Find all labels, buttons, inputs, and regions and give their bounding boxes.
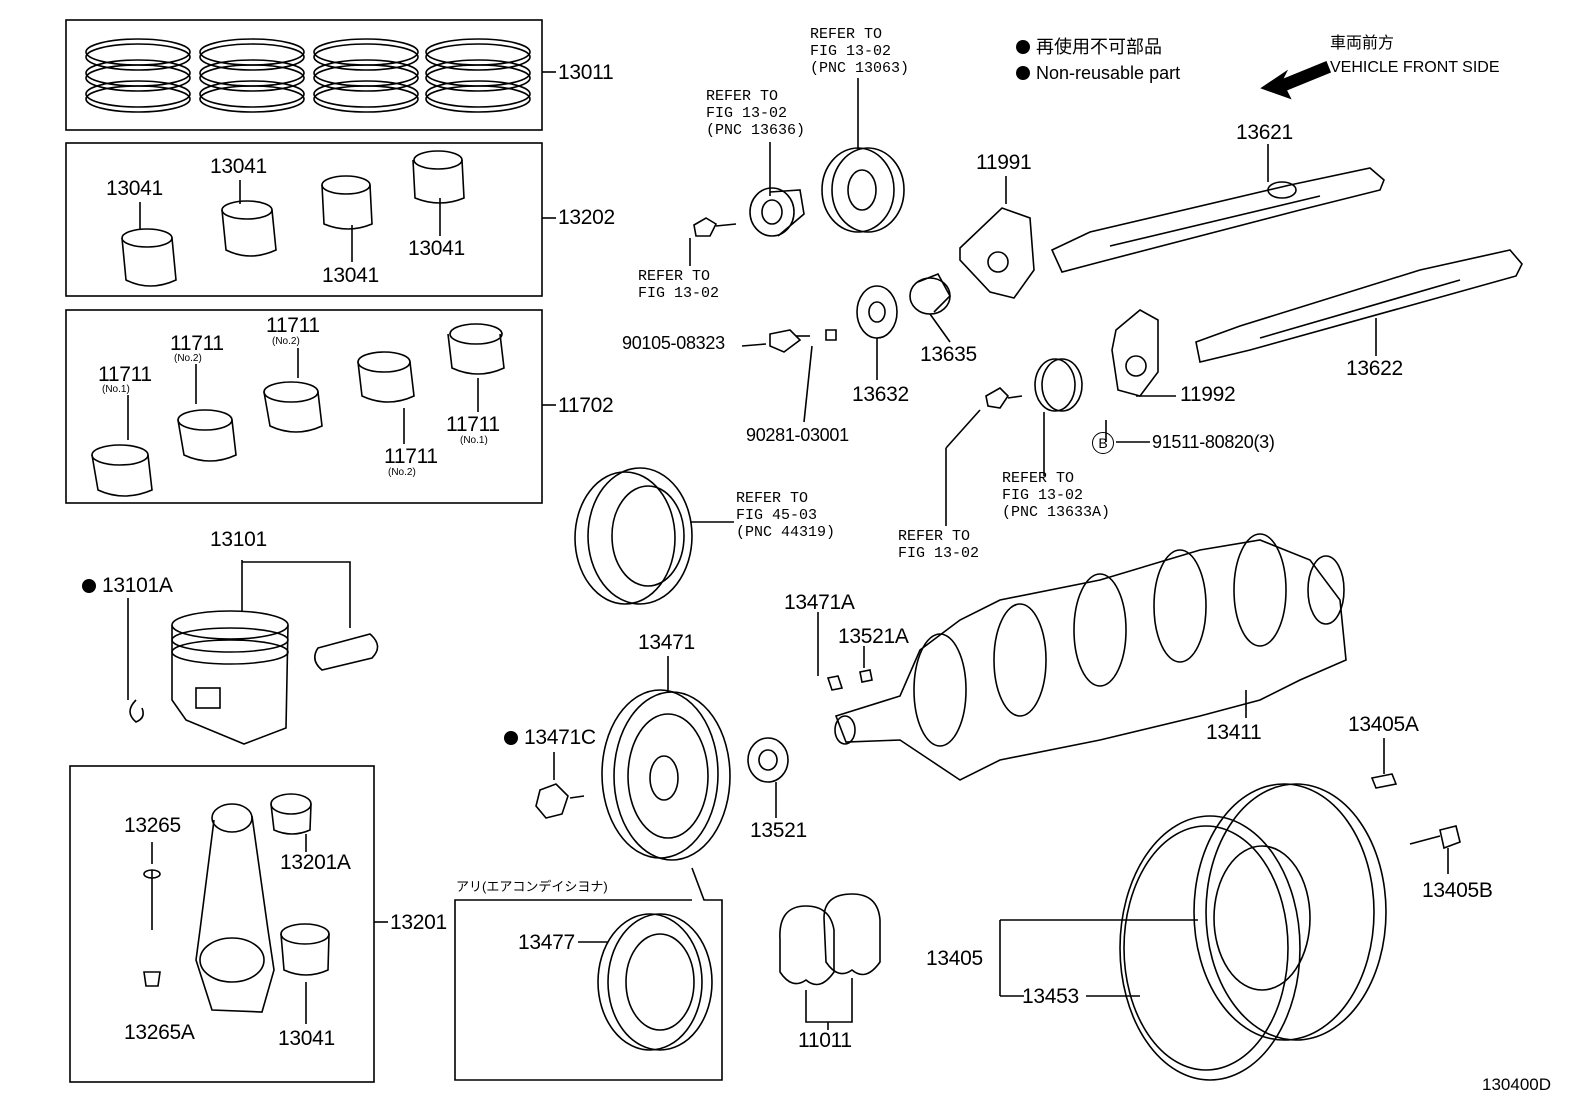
non-reusable-dot-icon [82, 579, 96, 593]
part-label: 90281-03001 [746, 425, 849, 445]
front-side-jp: 車両前方 [1330, 35, 1395, 52]
part-label: 11711 [266, 314, 320, 337]
part-label: 13041 [210, 155, 267, 178]
timing-parts [693, 147, 1523, 412]
part-label: 11711 [170, 332, 224, 355]
part-label: 13405B [1422, 879, 1493, 902]
box-piston-rings [65, 19, 543, 131]
part-label: 13011 [558, 61, 614, 84]
main-bearing-shells [91, 323, 505, 497]
part-label: 13265 [124, 814, 181, 837]
bearing-shells-upper [121, 150, 465, 287]
non-reusable-part-label: 13471C [504, 727, 596, 748]
refer-note: REFER TO FIG 13-02 (PNC 13063) [810, 26, 910, 77]
non-reusable-part-label: 13101A [82, 575, 173, 596]
part-label: 11711 [446, 413, 500, 436]
refer-note: REFER TO FIG 13-02 (PNC 13633A) [1002, 470, 1111, 521]
part-label: 91511-80820(3) [1152, 432, 1275, 452]
legend-jp: 再使用不可部品 [1016, 38, 1162, 56]
part-label: 11702 [558, 394, 614, 417]
refer-note: REFER TO FIG 13-02 [638, 268, 720, 302]
part-label: 13453 [1022, 985, 1079, 1008]
part-label: 13477 [518, 931, 575, 954]
part-label: 13041 [278, 1027, 335, 1050]
figure-id: 130400D [1482, 1075, 1552, 1094]
part-sublabel: (No.2) [174, 353, 202, 364]
part-sublabel: (No.1) [460, 435, 488, 446]
idler-pulley [574, 467, 693, 605]
part-sublabel: (No.1) [102, 384, 130, 395]
part-label: 13405 [926, 947, 983, 970]
part-label: 13041 [408, 237, 465, 260]
part-label: 13201 [390, 911, 447, 934]
part-label: 11991 [976, 151, 1032, 174]
part-label: 11711 [98, 363, 152, 386]
callout-b: B [1092, 432, 1114, 454]
box-connecting-rod [69, 765, 375, 1083]
thrust-washers [779, 893, 881, 986]
crankshaft [834, 533, 1347, 781]
part-label: 11711 [384, 445, 438, 468]
part-label: 13041 [106, 177, 163, 200]
box-main-bearings [65, 309, 543, 504]
part-label: 13621 [1236, 121, 1293, 144]
part-label: 11011 [798, 1029, 852, 1052]
part-label: 13202 [558, 206, 615, 229]
box-rod-bearings [65, 142, 543, 297]
piston-ring-sets [85, 38, 531, 113]
part-label: 13521A [838, 625, 909, 648]
aircon-label: アリ(エアコンデイシヨナ) [456, 879, 608, 894]
non-reusable-dot-icon [504, 731, 518, 745]
non-reusable-dot-icon [1016, 40, 1030, 54]
part-label: 13201A [280, 851, 351, 874]
box-aircon-pulley [454, 867, 723, 1081]
refer-note: REFER TO FIG 13-02 [898, 528, 980, 562]
part-sublabel: (No.2) [272, 336, 300, 347]
refer-note: REFER TO FIG 45-03 (PNC 44319) [736, 490, 836, 541]
connecting-rod [143, 793, 330, 1013]
front-side-en: VEHICLE FRONT SIDE [1330, 59, 1500, 76]
part-label: 13521 [750, 819, 807, 842]
part-label: 13622 [1346, 357, 1403, 380]
part-label: 13101 [210, 528, 267, 551]
part-label: 13471 [638, 631, 695, 654]
part-label: 13471A [784, 591, 855, 614]
piston [129, 610, 379, 745]
aircon-pulley [597, 913, 713, 1051]
part-label: 13265A [124, 1021, 195, 1044]
refer-note: REFER TO FIG 13-02 (PNC 13636) [706, 88, 806, 139]
part-sublabel: (No.2) [388, 467, 416, 478]
part-label: 13405A [1348, 713, 1419, 736]
part-label: 11992 [1180, 383, 1236, 406]
part-label: 13632 [852, 383, 909, 406]
crank-pulley [535, 689, 789, 861]
front-arrow-icon [1260, 60, 1332, 100]
flywheel [1119, 783, 1387, 1081]
non-reusable-dot-icon [1016, 66, 1030, 80]
part-label: 13041 [322, 264, 379, 287]
part-label: 90105-08323 [622, 333, 725, 353]
part-label: 13411 [1206, 721, 1262, 744]
part-label: 13635 [920, 343, 977, 366]
legend-en: Non-reusable part [1016, 64, 1180, 82]
